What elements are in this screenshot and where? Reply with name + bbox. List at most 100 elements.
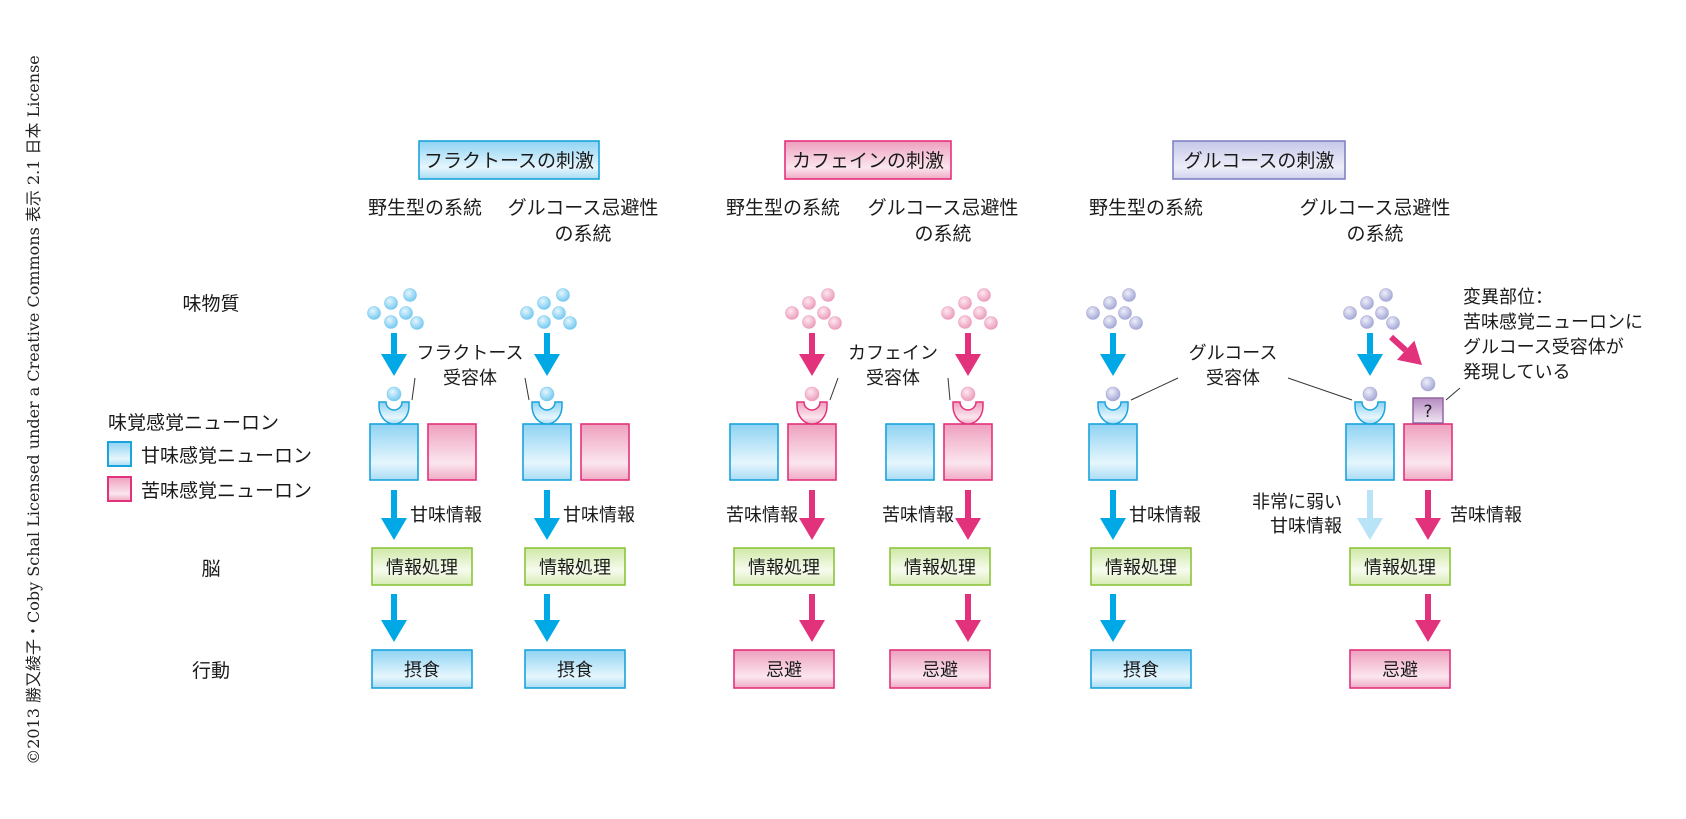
signal-arrow — [955, 490, 981, 540]
tastant-cluster — [1086, 288, 1143, 330]
tastant-molecule — [941, 306, 955, 320]
behavior-box: 摂食 — [371, 649, 473, 689]
behavior-arrow-head — [799, 620, 825, 642]
legend-swatch-sweet — [107, 441, 132, 467]
behavior-arrow-shaft — [391, 594, 397, 620]
panel-title: フラクトースの刺激 — [424, 150, 594, 172]
tastant-molecule — [984, 316, 998, 330]
processing-box-box — [889, 547, 991, 586]
processing-box-label: 情報処理 — [904, 558, 976, 579]
tastant-cluster — [367, 288, 424, 330]
tastant-cluster — [785, 288, 842, 330]
processing-box: 情報処理 — [1090, 547, 1192, 586]
bound-molecule — [1362, 386, 1378, 402]
tastant-molecule — [958, 315, 972, 329]
strain-label: 野生型の系統 — [726, 197, 840, 219]
tastant-molecule — [1379, 288, 1393, 302]
stimulus-arrow — [534, 333, 560, 376]
bitter-signal-arrow — [1415, 490, 1441, 540]
processing-box-label: 情報処理 — [748, 558, 820, 579]
stimulus-arrow-shaft — [965, 333, 971, 354]
signal-arrow-shaft — [965, 490, 971, 518]
behavior-box-label: 忌避 — [922, 660, 958, 681]
receptor-icon — [1354, 401, 1386, 425]
strain-label: の系統 — [554, 223, 611, 245]
sweet-neuron — [522, 423, 572, 481]
receptor-icon — [1097, 401, 1129, 425]
panel-title-box — [1172, 140, 1346, 180]
tastant-molecule — [563, 316, 577, 330]
stimulus-arrow-head — [1357, 354, 1383, 376]
tastant-molecule — [537, 296, 551, 310]
bound-molecule — [1105, 386, 1121, 402]
stimulus-arrow — [1100, 333, 1126, 376]
info-label: 甘味情報 — [410, 505, 482, 526]
receptor-label: 受容体 — [866, 368, 920, 389]
stimulus-arrow-head — [1100, 354, 1126, 376]
stimulus-arrow — [1357, 333, 1383, 376]
strain-label: 野生型の系統 — [1089, 197, 1203, 219]
behavior-box-box — [1349, 649, 1451, 689]
panel-caffeine: カフェインの刺激カフェイン受容体野生型の系統苦味情報情報処理忌避グルコース忌避性… — [726, 140, 1018, 689]
bitter-neuron — [1403, 423, 1453, 481]
tastant-molecule — [1122, 288, 1136, 302]
signal-arrow — [799, 490, 825, 540]
tastant-molecule — [785, 306, 799, 320]
signal-arrow-shaft — [544, 490, 550, 518]
behavior-box-label: 摂食 — [557, 660, 593, 681]
mutant-receptor-symbol: ? — [1423, 402, 1432, 422]
behavior-arrow-shaft — [544, 594, 550, 620]
signal-arrow — [1100, 490, 1126, 540]
panel-title: カフェインの刺激 — [792, 150, 944, 172]
receptor-icon — [952, 401, 984, 425]
signal-arrow-shaft — [1110, 490, 1116, 518]
leader-line — [1287, 377, 1353, 401]
sweet-neuron — [885, 423, 935, 481]
behavior-box-label: 摂食 — [1123, 660, 1159, 681]
processing-box: 情報処理 — [1349, 547, 1451, 586]
processing-box-box — [524, 547, 626, 586]
leader-line — [524, 377, 530, 401]
behavior-arrow-shaft — [1110, 594, 1116, 620]
info-label: 苦味情報 — [726, 505, 798, 526]
receptor-icon — [796, 401, 828, 425]
legend-title: 味覚感覚ニューロン — [108, 412, 279, 434]
tastant-molecule — [1360, 296, 1374, 310]
tastant-molecule — [537, 315, 551, 329]
bitter-signal-arrow-head — [1415, 518, 1441, 540]
behavior-arrow-head — [1100, 620, 1126, 642]
bitter-neuron — [943, 423, 993, 481]
tastant-molecule — [399, 306, 413, 320]
row-label-behavior: 行動 — [192, 660, 230, 682]
behavior-arrow — [381, 594, 407, 642]
info-label: 苦味情報 — [1450, 505, 1522, 526]
weak-sweet-arrow — [1357, 490, 1383, 540]
strain-label: グルコース忌避性 — [508, 197, 659, 219]
row-labels: 味物質 脳 行動 — [182, 293, 239, 682]
panel-title: グルコースの刺激 — [1184, 150, 1335, 172]
behavior-box: 忌避 — [733, 649, 835, 689]
stimulus-arrow — [799, 333, 825, 376]
bitter-neuron — [427, 423, 477, 481]
weak-sweet-arrow-shaft — [1367, 490, 1373, 518]
strain-label: グルコース忌避性 — [1300, 197, 1451, 219]
leader-line — [947, 377, 951, 401]
behavior-arrow-shaft — [809, 594, 815, 620]
tastant-molecule — [821, 288, 835, 302]
behavior-box-box — [733, 649, 835, 689]
receptor-label: フラクトース — [416, 343, 523, 364]
signal-arrow-head — [381, 518, 407, 540]
tastant-molecule — [1103, 315, 1117, 329]
stimulus-arrow-shaft — [1110, 333, 1116, 354]
weak-sweet-arrow-head — [1357, 518, 1383, 540]
behavior-arrow-head — [955, 620, 981, 642]
receptor-label: 受容体 — [1206, 368, 1260, 389]
strain-column: グルコース忌避性の系統非常に弱い甘味情報苦味情報?変異部位：苦味感覚ニューロンに… — [1252, 197, 1643, 689]
behavior-arrow — [799, 594, 825, 642]
bound-molecule — [960, 386, 976, 402]
mutation-note: 変異部位： — [1463, 287, 1553, 308]
stimulus-arrow-head — [534, 354, 560, 376]
